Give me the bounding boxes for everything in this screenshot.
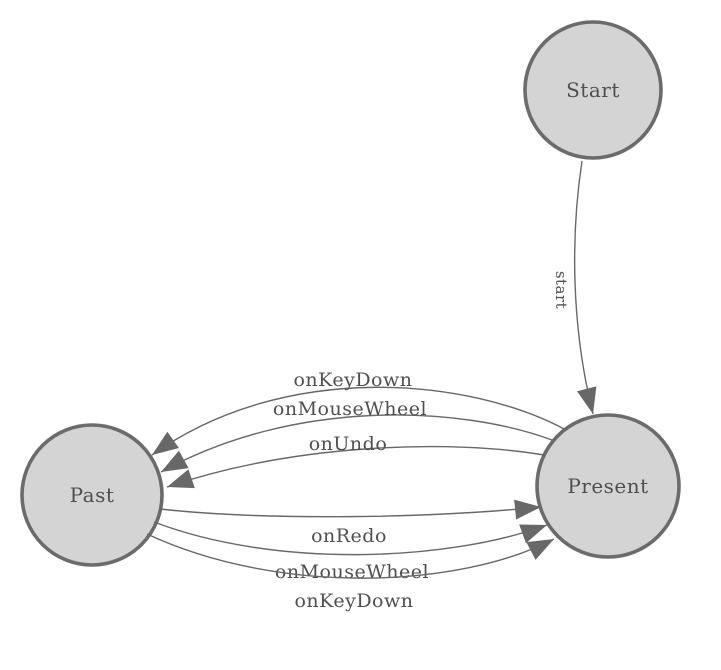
edge-arrowhead-past-to-present-onkeydown [526,539,554,560]
state-node-start [523,20,663,160]
edge-label-past-to-present-onredo: onRedo [311,525,387,547]
state-node-label-present: Present [567,474,648,498]
edge-arrowhead-start-to-present [576,386,597,414]
edge-arrowhead-present-to-past-onmousewheel [161,450,189,472]
edge-past-to-present-onmousewheel [153,521,548,556]
edge-label-start-to-present: start [552,271,570,309]
edge-start-to-present [573,160,594,415]
edge-label-present-to-past-onkeydown: onKeyDown [293,369,412,391]
edge-past-to-present-onkeydown [146,533,555,579]
state-node-label-past: Past [70,483,115,507]
edge-label-past-to-present-onmousewheel: onMouseWheel [275,561,429,583]
edge-present-to-past-onmousewheel [160,414,553,473]
state-node-label-start: Start [566,78,620,102]
edge-arrowhead-past-to-present-onmousewheel [519,524,547,544]
edge-present-to-past-onundo [166,445,545,488]
edge-arrowhead-past-to-present-onredo [514,499,541,520]
edge-past-to-present-onredo [159,506,542,518]
edge-label-present-to-past-onundo: onUndo [309,433,388,455]
edge-label-present-to-past-onmousewheel: onMouseWheel [273,398,427,420]
edge-present-to-past-onkeydown [151,386,567,456]
state-node-past [20,423,164,567]
state-node-present [535,413,681,559]
edge-label-past-to-present-onkeydown: onKeyDown [294,590,413,612]
edge-arrowhead-present-to-past-onkeydown [152,431,179,455]
edge-arrowhead-present-to-past-onundo [167,469,195,489]
